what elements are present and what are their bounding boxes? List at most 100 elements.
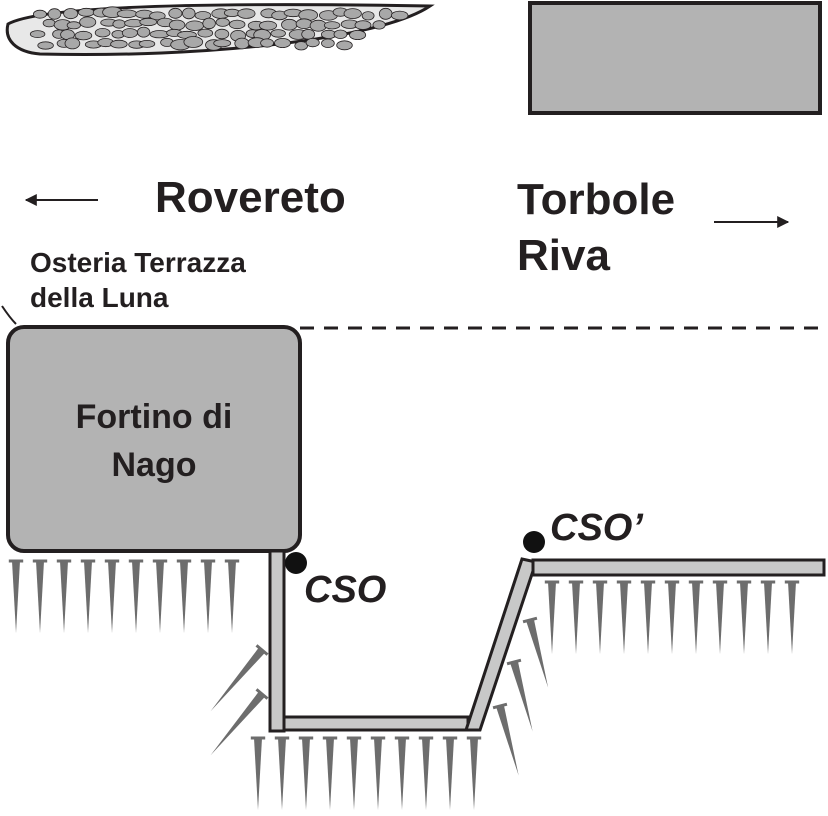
- rubble-stone: [112, 19, 126, 29]
- rubble-stone: [66, 21, 81, 30]
- rubble-stone: [63, 8, 79, 20]
- anchor-spike: [12, 561, 20, 633]
- floor-slab: [282, 715, 470, 732]
- anchor-spike: [210, 691, 266, 756]
- rubble-stone: [77, 7, 95, 17]
- rubble-stone: [354, 20, 372, 30]
- rubble-stone: [361, 11, 375, 21]
- anchor-spike: [788, 582, 796, 654]
- rubble-stone: [149, 11, 166, 21]
- rubble-stone: [237, 8, 256, 19]
- anchor-spike: [228, 561, 236, 633]
- rubble-stone: [301, 28, 316, 40]
- anchor-spike-head: [492, 702, 508, 710]
- anchor-spike: [572, 582, 580, 654]
- anchor-spike-head: [255, 644, 269, 656]
- anchor-spike: [210, 647, 266, 712]
- anchor-spike: [326, 738, 334, 810]
- anchor-spike: [84, 561, 92, 633]
- rubble-stone: [295, 18, 313, 30]
- anchor-spike: [644, 582, 652, 654]
- rubble-stone: [349, 29, 367, 40]
- anchor-spike: [510, 660, 533, 732]
- cso-point: [285, 552, 307, 574]
- anchor-spike: [278, 738, 286, 810]
- anchor-spike: [204, 561, 212, 633]
- rubble-stone: [214, 28, 230, 40]
- anchor-spike: [548, 582, 556, 654]
- osteria-tick: [1, 305, 17, 325]
- fortino-label-line1: Fortino di: [75, 398, 233, 436]
- rubble-stones: [29, 6, 409, 51]
- rubble-stone: [321, 38, 335, 49]
- fortino-label-line2: Nago: [111, 446, 197, 484]
- anchor-spike: [132, 561, 140, 633]
- rubble-stone: [213, 39, 232, 48]
- rubble-stone: [372, 20, 386, 30]
- anchor-spike: [716, 582, 724, 654]
- rubble-stone: [202, 17, 216, 30]
- anchor-spike: [446, 738, 454, 810]
- rubble-stone: [258, 20, 277, 31]
- anchor-spike: [108, 561, 116, 633]
- rubble-stone: [168, 7, 183, 19]
- anchor-spike: [180, 561, 188, 633]
- rubble-stone: [149, 30, 170, 39]
- osteria-label-line1: Osteria Terrazza: [30, 247, 246, 278]
- rovereto-label: Rovereto: [155, 173, 346, 222]
- anchor-spike-head: [255, 688, 269, 700]
- rubble-stone: [305, 37, 320, 48]
- rubble-stone: [215, 17, 230, 27]
- rubble-stone: [343, 8, 362, 20]
- fortino-di-nago-block: [6, 325, 302, 553]
- rubble-stone: [139, 17, 158, 27]
- rubble-stone: [137, 26, 151, 38]
- anchor-spike: [668, 582, 676, 654]
- rubble-stone: [274, 38, 291, 49]
- rubble-stone: [182, 7, 196, 20]
- cso-label: CSO: [304, 569, 387, 611]
- rubble-stone: [378, 7, 393, 20]
- anchor-spike: [596, 582, 604, 654]
- rubble-stone: [281, 18, 298, 31]
- rubble-stone: [336, 40, 353, 51]
- anchor-spike: [496, 704, 519, 776]
- anchor-spike-head: [506, 658, 522, 666]
- right-ground-slab: [531, 558, 826, 577]
- anchor-spike: [36, 561, 44, 633]
- anchor-spike: [692, 582, 700, 654]
- anchor-spike-head: [522, 616, 538, 624]
- anchor-spike: [526, 618, 549, 688]
- rubble-stone: [234, 37, 250, 50]
- rubble-stone: [29, 30, 46, 38]
- rubble-stone: [42, 18, 56, 28]
- anchor-spike: [374, 738, 382, 810]
- rubble-stone: [121, 28, 138, 38]
- anchor-spike: [350, 738, 358, 810]
- rubble-stone: [333, 29, 348, 40]
- rubble-stone: [110, 39, 128, 49]
- rubble-stone: [228, 19, 246, 30]
- anchor-spike: [740, 582, 748, 654]
- rubble-stone: [294, 41, 309, 51]
- rubble-stone: [138, 40, 156, 48]
- anchor-spike: [254, 738, 262, 810]
- rubble-stone: [94, 28, 111, 38]
- rubble-stone: [64, 37, 81, 50]
- anchor-spike: [60, 561, 68, 633]
- rubble-stone: [183, 36, 204, 48]
- rubble-stone: [194, 11, 212, 20]
- rubble-stone: [47, 8, 62, 20]
- left-wall: [268, 549, 286, 733]
- anchor-spike: [620, 582, 628, 654]
- anchor-spike: [470, 738, 478, 810]
- section-profile: [268, 549, 826, 733]
- rubble-stone: [116, 9, 138, 19]
- anchor-spike: [422, 738, 430, 810]
- cso-prime-label: CSO’: [550, 507, 643, 549]
- anchor-spike: [302, 738, 310, 810]
- rubble-stone: [33, 9, 47, 19]
- rubble-stone: [185, 20, 205, 31]
- rubble-legend-symbol: [5, 3, 435, 57]
